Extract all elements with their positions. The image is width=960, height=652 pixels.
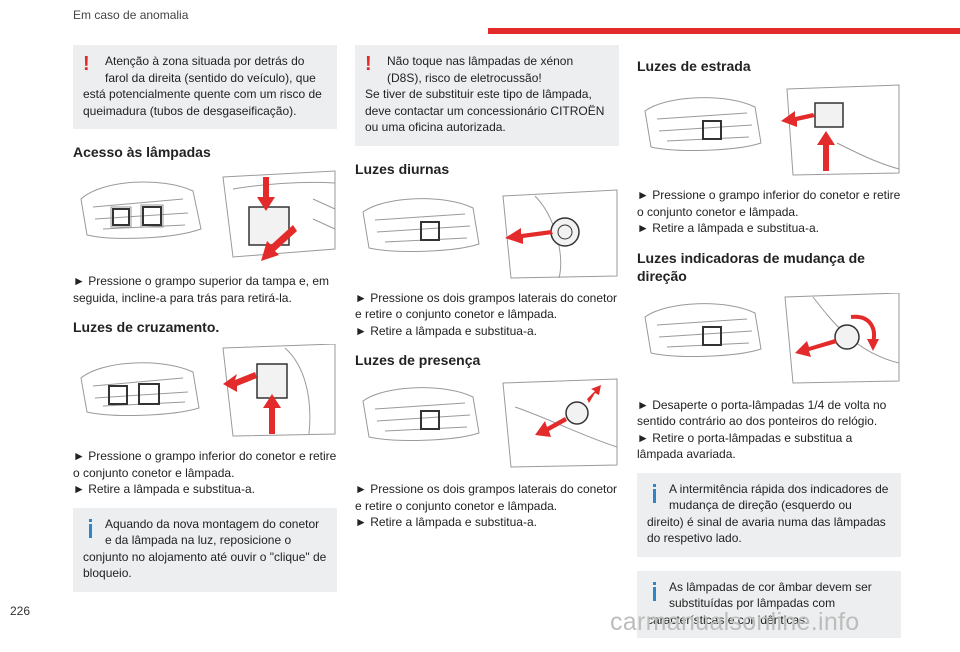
info-text-rest: direito) é sinal de avaria numa das lâmp… <box>647 514 886 546</box>
warning-box-hot-zone: ! Atenção à zona situada por detrás do f… <box>73 45 337 129</box>
warning-text-line1: Não toque nas lâmpadas de xénon (D8S), r… <box>387 54 574 85</box>
step-estrada-2: ► Retire a lâmpada e substitua-a. <box>637 221 819 235</box>
step-presenca-1: ► Pressione os dois grampos laterais do … <box>355 482 618 513</box>
info-box-reassembly: Aquando da nova montagem do conetor e da… <box>73 507 337 592</box>
info-text-line1: Aquando da nova montagem do conetor e da… <box>105 516 320 548</box>
info-text-rest: conjunto no alojamento até ouvir o "cliq… <box>83 549 327 581</box>
step-cruzamento-1: ► Pressione o grampo inferior do conetor… <box>73 449 337 480</box>
illustration-estrada <box>637 83 901 179</box>
step-acesso-1: ► Pressione o grampo superior da tampa e… <box>73 274 330 305</box>
warning-text-line1: Atenção à zona situada por detrás do far… <box>105 54 316 85</box>
column-1: ! Atenção à zona situada por detrás do f… <box>73 45 337 606</box>
section-title-indicadoras: Luzes indicadoras de mudança de direção <box>637 249 865 284</box>
illustration-cruzamento <box>73 344 337 440</box>
header-title: Em caso de anomalia <box>73 8 189 22</box>
warning-text-rest: está potencialmente quente com um risco … <box>83 87 322 118</box>
warning-box-xenon: ! Não toque nas lâmpadas de xénon (D8S),… <box>355 45 619 146</box>
info-icon <box>647 579 669 601</box>
info-text-line1: A intermitência rápida dos indicadores d… <box>669 481 889 513</box>
watermark: carmanualsonline.info <box>610 608 860 636</box>
info-box-amber-bulbs: As lâmpadas de cor âmbar devem ser subst… <box>637 570 901 638</box>
warning-icon: ! <box>83 53 90 75</box>
step-indicadoras-1: ► Desaperte o porta-lâmpadas 1/4 de volt… <box>637 397 887 429</box>
info-text-rest: características e cor idênticas. <box>647 612 809 627</box>
step-diurnas-2: ► Retire a lâmpada e substitua-a. <box>355 323 537 338</box>
section-title-diurnas: Luzes diurnas <box>355 160 450 177</box>
info-text-line1: As lâmpadas de cor âmbar devem ser subst… <box>669 579 872 611</box>
section-title-cruzamento: Luzes de cruzamento. <box>73 319 220 335</box>
header-accent-bar <box>488 28 960 34</box>
illustration-acesso <box>73 169 337 265</box>
column-3: Luzes de estrada ► Pressione o grampo in… <box>637 45 901 652</box>
column-2: ! Não toque nas lâmpadas de xénon (D8S),… <box>355 45 619 531</box>
step-presenca-2: ► Retire a lâmpada e substitua-a. <box>355 515 537 529</box>
step-estrada-1: ► Pressione o grampo inferior do conetor… <box>637 188 901 219</box>
illustration-presenca <box>355 377 619 473</box>
section-title-estrada: Luzes de estrada <box>637 58 751 74</box>
step-diurnas-1: ► Pressione os dois grampos laterais do … <box>355 290 618 322</box>
info-box-fast-blinking: A intermitência rápida dos indicadores d… <box>637 472 901 557</box>
step-cruzamento-2: ► Retire a lâmpada e substitua-a. <box>73 482 255 496</box>
illustration-indicadoras <box>637 292 901 389</box>
step-indicadoras-2: ► Retire o porta-lâmpadas e substitua a … <box>637 430 853 462</box>
info-icon <box>83 516 105 538</box>
illustration-diurnas <box>355 186 619 282</box>
section-title-presenca: Luzes de presença <box>355 352 481 368</box>
section-title-acesso: Acesso às lâmpadas <box>73 144 211 160</box>
warning-icon: ! <box>365 53 372 75</box>
info-icon <box>647 481 669 503</box>
warning-text-rest: Se tiver de substituir este tipo de lâmp… <box>365 87 605 134</box>
page-number: 226 <box>10 604 31 618</box>
